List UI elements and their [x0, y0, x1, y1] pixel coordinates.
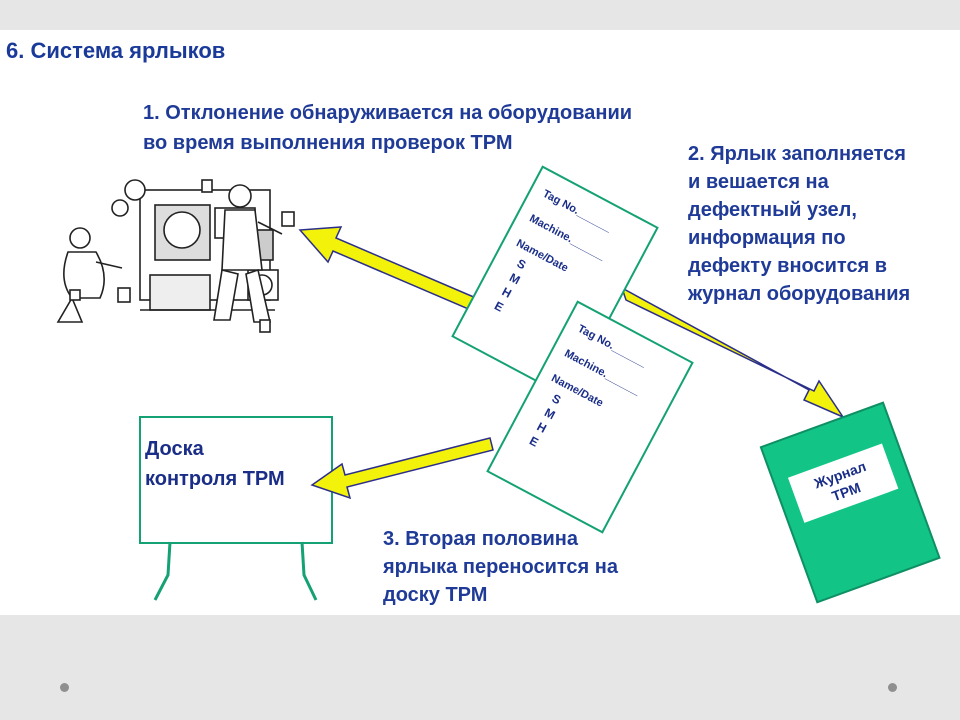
prev-slide-dot-icon[interactable] [60, 683, 69, 692]
diagram-canvas: Журнал ТРМ Tag No.______ Machine.______ … [56, 165, 941, 604]
machine-workers-illustration [56, 179, 295, 333]
board-legs [153, 541, 318, 601]
step1-text: 1. Отклонение обнаруживается на оборудов… [143, 102, 633, 154]
next-slide-dot-icon[interactable] [888, 683, 897, 692]
arrow-to-journal [620, 286, 846, 419]
step2-text: 2. Ярлык заполняется и вешается на дефек… [688, 143, 911, 305]
arrow-to-board [310, 437, 494, 500]
step3-text: 3. Вторая половина ярлыка переносится на… [383, 528, 618, 606]
tag-card-front: Tag No.______ Machine.______ Name/Date S… [451, 165, 659, 399]
board-label: Доска контроля ТРМ [145, 438, 285, 490]
slide-title: 6. Система ярлыков [6, 38, 226, 63]
tag-card-back: Tag No.______ Machine.______ Name/Date S… [486, 300, 694, 534]
journal-book: Журнал ТРМ [759, 401, 941, 604]
arrow-to-machine [298, 226, 477, 313]
slide-navigation [0, 615, 960, 720]
slide: 6. Система ярлыков 1. Отклонение обнаруж… [0, 30, 960, 615]
tpm-board [139, 416, 333, 544]
